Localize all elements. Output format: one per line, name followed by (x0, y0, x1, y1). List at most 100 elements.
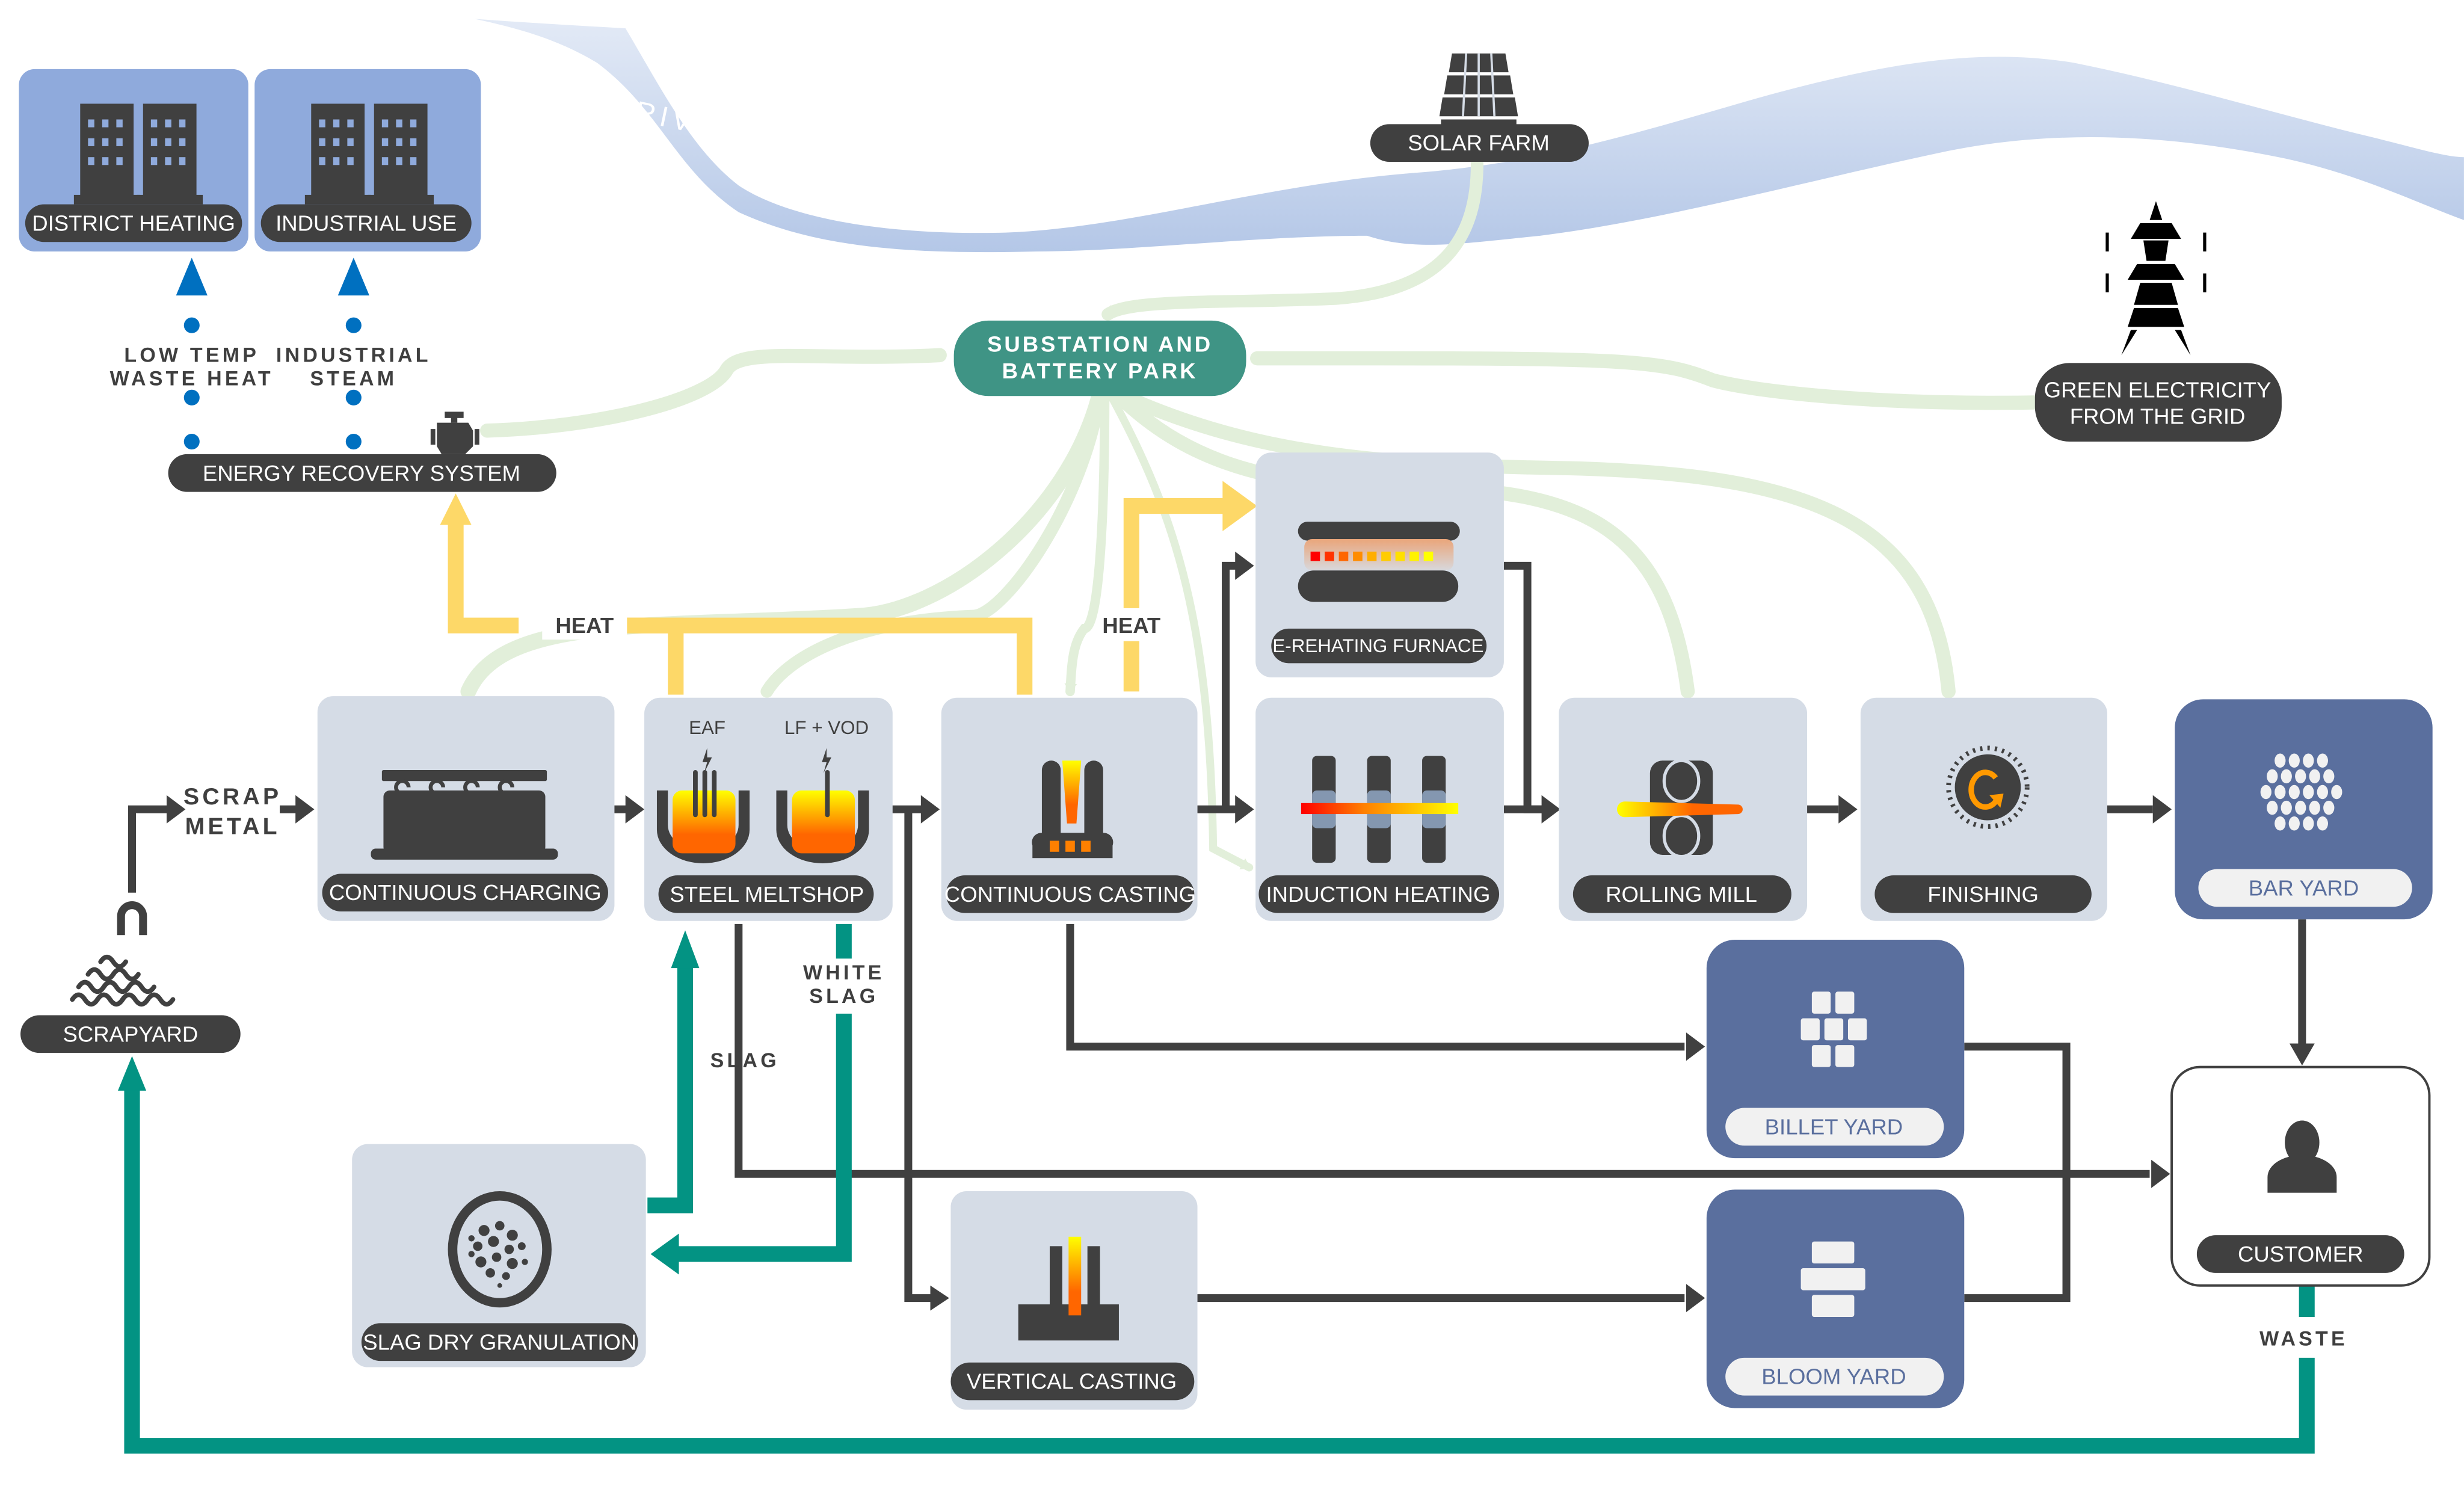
grid-label-line1: GREEN ELECTRICITY (2044, 377, 2272, 402)
substation-to-casting-flow (1064, 388, 1110, 697)
metal-label: METAL (185, 813, 280, 839)
vertical-casting-box: VERTICAL CASTING (950, 1191, 1198, 1410)
caster-icon (1032, 760, 1113, 859)
district-heating-box: DISTRICT HEATING (19, 69, 248, 251)
white-label: WHITE (803, 961, 884, 984)
meltshop-to-vertical-casting-flow (904, 809, 934, 1302)
continuous-charging-box: CONTINUOUS CHARGING (317, 696, 615, 921)
heat-arrow-right (1222, 481, 1257, 531)
substation-to-induction-flow (1105, 389, 1254, 872)
granulation-to-meltshop-flow (647, 961, 694, 1213)
power-tower-icon (2105, 201, 2207, 356)
waste-heat-label: WASTE HEAT (110, 368, 274, 390)
vertical-casting-label: VERTICAL CASTING (967, 1369, 1177, 1394)
solar-farm: SOLAR FARM (1370, 53, 1589, 162)
steel-meltshop-box: EAF LF + VOD STEEL MELTSHOP (644, 697, 893, 921)
customer-label: CUSTOMER (2238, 1242, 2363, 1266)
scrapyard: SCRAPYARD (20, 901, 241, 1053)
billet-yard-label: BILLET YARD (1765, 1114, 1903, 1139)
low-temp-label: LOW TEMP (124, 344, 259, 366)
grid-to-substation-flow (1250, 351, 2050, 410)
industrial-use-label: INDUSTRIAL USE (276, 211, 457, 235)
solar-farm-label: SOLAR FARM (1408, 131, 1550, 155)
slag-to-customer-flow (735, 923, 2150, 1178)
slag-waste-flows (124, 923, 2315, 1454)
granulation-icon (448, 1191, 552, 1308)
continuous-casting-box: CONTINUOUS CASTING (941, 697, 1198, 921)
rolling-mill-box: ROLLING MILL (1559, 697, 1808, 921)
substation-to-charging-flow (460, 384, 1108, 700)
heat-label-2: HEAT (1102, 613, 1160, 638)
heat-flow-to-furnace (1123, 498, 1226, 692)
bloom-stack-icon (1800, 1241, 1865, 1317)
person-icon (2267, 1120, 2337, 1193)
yards-to-customer-bracket (1964, 1043, 2071, 1302)
buildings-icon (304, 103, 434, 205)
teal-arrowheads (117, 930, 700, 1275)
slag-label: SLAG (710, 1049, 780, 1072)
heat-flows (448, 498, 1226, 695)
recovery-to-substation-flow (480, 348, 947, 438)
substation-battery-park: SUBSTATION AND BATTERY PARK (953, 320, 1246, 396)
ladle-furnace-icon (776, 748, 869, 864)
green-electricity-grid: GREEN ELECTRICITY FROM THE GRID (2034, 201, 2282, 442)
induction-heating-box: INDUCTION HEATING (1255, 697, 1504, 921)
finishing-gear-icon (1946, 745, 2030, 829)
energy-recovery-system: ENERGY RECOVERY SYSTEM (168, 412, 556, 492)
industrial-label: INDUSTRIAL (276, 344, 431, 366)
billet-yard-box: BILLET YARD (1706, 940, 1965, 1159)
material-arrowheads (166, 551, 2315, 1313)
heat-label-1: HEAT (555, 613, 614, 638)
waste-label: WASTE (2259, 1328, 2348, 1351)
furnace-to-rolling-flow (1503, 561, 1544, 813)
reheating-furnace-box: E-REHATING FURNACE (1255, 452, 1504, 677)
district-heating-label: DISTRICT HEATING (32, 211, 235, 235)
buildings-icon (73, 103, 203, 205)
heat-arrow-up (440, 493, 472, 525)
induction-heating-label: INDUCTION HEATING (1266, 882, 1490, 907)
scrap-pile-icon (70, 954, 176, 1007)
waste-heat-flow (176, 257, 208, 450)
substation-to-meltshop-flow (760, 386, 1107, 698)
waste-return-flow (124, 1084, 2315, 1454)
customer-box: CUSTOMER (2170, 1065, 2431, 1287)
casting-to-billet-yard-flow (1066, 923, 1685, 1051)
casting-to-furnace-flow (1222, 561, 1242, 810)
bar-bundle-icon (2260, 753, 2342, 831)
bar-yard-label: BAR YARD (2249, 875, 2359, 900)
scrapyard-label: SCRAPYARD (63, 1022, 199, 1046)
engine-icon (430, 412, 479, 454)
scrap-flow (128, 805, 170, 893)
white-slag-flow (676, 923, 852, 1262)
substation-label-line2: BATTERY PARK (1002, 359, 1198, 383)
bloom-yard-box: BLOOM YARD (1706, 1189, 1965, 1408)
grid-label-line2: FROM THE GRID (2070, 404, 2246, 429)
continuous-charging-label: CONTINUOUS CHARGING (329, 880, 602, 905)
rolling-mill-label: ROLLING MILL (1606, 882, 1757, 907)
scrap-label: SCRAP (183, 784, 282, 810)
energy-recovery-label: ENERGY RECOVERY SYSTEM (203, 461, 520, 486)
reheating-furnace-label: E-REHATING FURNACE (1272, 635, 1483, 656)
industrial-use-box: INDUSTRIAL USE (254, 69, 481, 251)
finishing-box: FINISHING (1860, 697, 2107, 921)
solar-to-substation-flow (1101, 157, 1483, 321)
lf-vod-label: LF + VOD (784, 717, 869, 738)
heat-flow-to-recovery (448, 522, 519, 634)
bloom-yard-label: BLOOM YARD (1761, 1364, 1906, 1389)
substation-label-line1: SUBSTATION AND (987, 332, 1213, 357)
heat-flow-casting (620, 617, 1033, 695)
white-slag-label: SLAG (809, 985, 878, 1008)
rolling-mill-icon (1616, 759, 1743, 859)
conveyor-icon (371, 769, 558, 860)
reheating-furnace-icon (1298, 522, 1460, 602)
steel-meltshop-label: STEEL MELTSHOP (670, 882, 864, 907)
billet-stack-icon (1800, 991, 1867, 1067)
induction-coil-icon (1301, 756, 1459, 863)
continuous-casting-label: CONTINUOUS CASTING (944, 882, 1196, 907)
eaf-label: EAF (689, 717, 725, 738)
slag-granulation-label: SLAG DRY GRANULATION (363, 1330, 636, 1354)
river-shape (474, 19, 2464, 253)
slag-granulation-box: SLAG DRY GRANULATION (352, 1144, 646, 1367)
steam-flow (337, 257, 369, 450)
